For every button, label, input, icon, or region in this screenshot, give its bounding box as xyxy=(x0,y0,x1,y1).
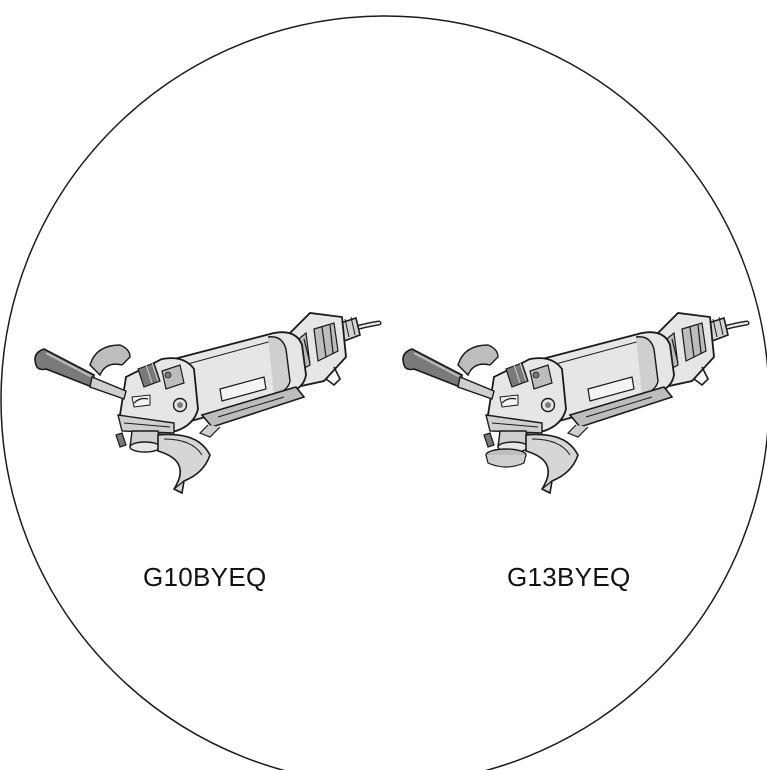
wheel-flange-rim xyxy=(485,454,527,468)
frame-circle-group xyxy=(0,15,767,770)
model-label-left: G10BYEQ xyxy=(143,562,267,592)
grinder-illustration-g13byeq xyxy=(403,313,747,493)
model-label-right: G13BYEQ xyxy=(507,562,631,592)
frame-circle xyxy=(0,15,767,770)
